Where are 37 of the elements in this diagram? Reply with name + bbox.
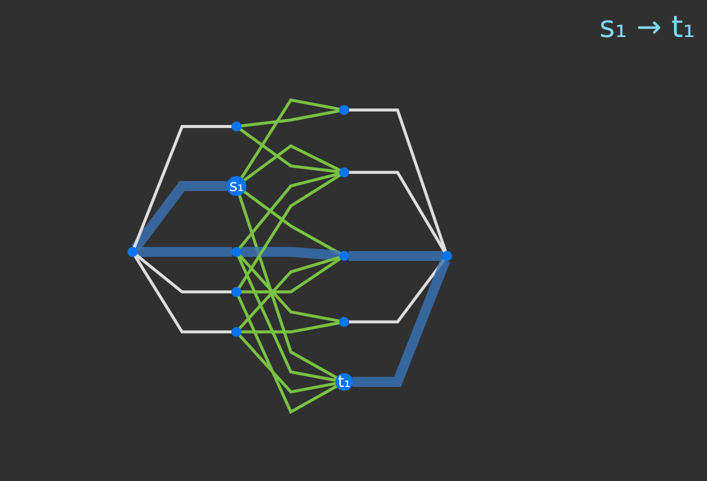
node-circle — [339, 316, 350, 327]
connector — [241, 257, 342, 294]
node-circle — [339, 104, 350, 116]
node-circle — [442, 250, 452, 262]
node-circle — [232, 326, 242, 337]
connector — [133, 124, 232, 248]
node-circle — [339, 250, 350, 262]
node-circle — [232, 286, 242, 297]
connector — [243, 190, 342, 256]
connector — [241, 246, 340, 261]
node-circle: s₁ — [226, 176, 247, 196]
node-circle: t₁ — [336, 373, 354, 391]
connector — [240, 98, 340, 179]
connector — [348, 251, 443, 261]
connector — [137, 246, 232, 257]
connector — [238, 194, 338, 380]
connector — [352, 258, 450, 387]
connector — [348, 170, 446, 253]
connector — [238, 334, 336, 394]
node-circle — [232, 121, 242, 132]
connector — [239, 128, 340, 174]
diagram-label: s₁ → t₁ — [599, 10, 695, 45]
connector — [241, 321, 340, 334]
connector — [134, 255, 232, 334]
connector — [241, 109, 340, 128]
connector — [348, 258, 446, 324]
connector — [131, 181, 228, 252]
node-circle — [339, 167, 350, 178]
connector — [237, 255, 336, 382]
connector — [348, 108, 448, 252]
connector — [238, 172, 340, 250]
connector — [237, 295, 338, 414]
node-circle — [232, 246, 242, 257]
connector — [238, 174, 342, 289]
connector — [243, 144, 341, 182]
node-circle — [128, 246, 138, 257]
connector — [135, 254, 232, 294]
